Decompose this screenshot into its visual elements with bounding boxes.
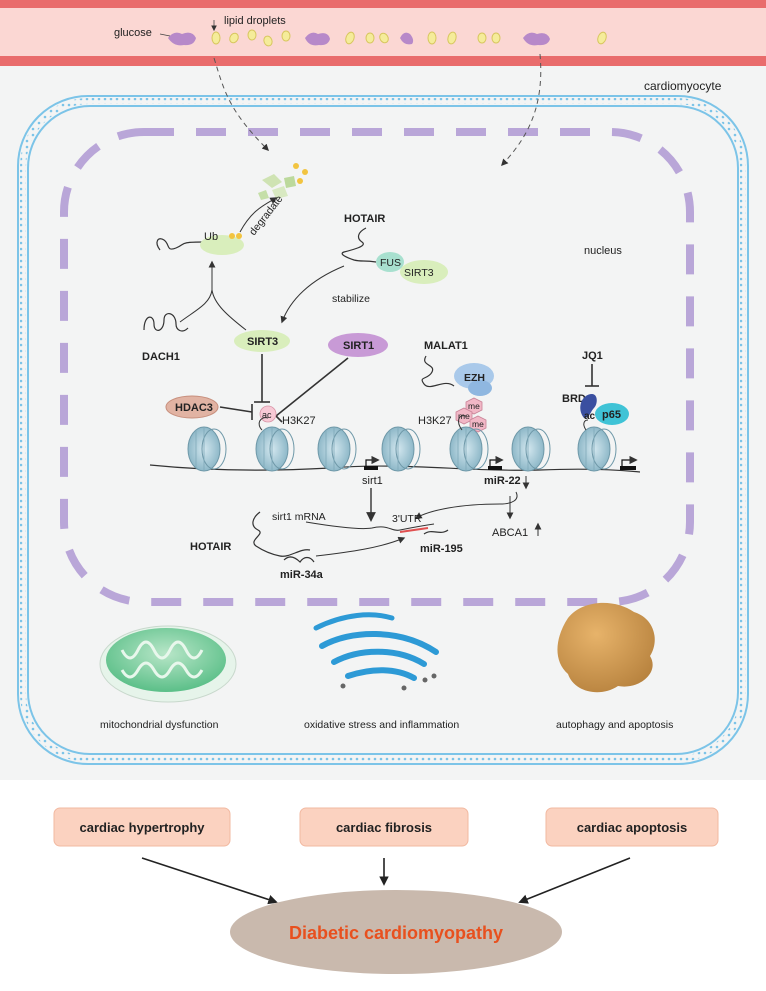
- ezh-lobe: [468, 380, 492, 396]
- dach1-strand: [143, 313, 189, 332]
- apoptosis-arrow: [518, 857, 631, 904]
- disease-ellipse: [230, 890, 562, 974]
- malat1-strand: [421, 355, 455, 388]
- mir22-tss: [489, 455, 504, 466]
- h3-tail-mid: [458, 415, 467, 431]
- blood-vessel: glucose lipid droplets: [0, 0, 766, 66]
- apoptotic-label: autophagy and apoptosis: [556, 719, 673, 731]
- mir34a-strand: [283, 556, 315, 563]
- mir22-gene-box: [488, 466, 502, 470]
- stabilize-arrow: [280, 265, 345, 324]
- h3-tail-right: [583, 419, 589, 431]
- nucleosome: [577, 426, 617, 472]
- sirt1-gene-label: sirt1: [362, 475, 383, 487]
- hypertrophy-box: [53, 807, 231, 847]
- degraded-fragments: [258, 163, 308, 200]
- nucleosome: [511, 426, 551, 472]
- nucleus-label: nucleus: [584, 245, 622, 257]
- p65-label: p65: [602, 409, 621, 421]
- p65-shape: [595, 403, 629, 425]
- sirt1-tss: [365, 455, 380, 466]
- degradate-arrow: [239, 197, 278, 233]
- p65-tss: [621, 455, 638, 466]
- glucose-label: glucose: [114, 27, 152, 39]
- cardiomyocyte-label: cardiomyocyte: [644, 79, 722, 93]
- nucleosomes: [187, 426, 617, 472]
- lipid-uptake-arrow: [213, 57, 269, 151]
- hypertrophy-arrow: [141, 857, 278, 905]
- me-label-3: me: [472, 419, 484, 429]
- fibrosis-label: cardiac fibrosis: [336, 820, 432, 835]
- sirt1-gene-box: [364, 466, 378, 470]
- glucose-uptake-arrow: [501, 53, 542, 167]
- mir195-strand: [423, 529, 449, 535]
- mito-label: mitochondrial dysfunction: [100, 719, 219, 731]
- ubiquitinated-protein: Ub: [156, 231, 244, 255]
- hdac3-shape: [165, 395, 219, 419]
- cell-membrane: [17, 95, 749, 765]
- nucleosome: [317, 426, 357, 472]
- disease-label: Diabetic cardiomyopathy: [289, 923, 503, 943]
- sirt1-label: SIRT1: [343, 340, 374, 352]
- utr-label: 3'UTR: [392, 513, 422, 525]
- malat1-label: MALAT1: [424, 340, 468, 352]
- sirt1-mrna: [305, 521, 435, 531]
- hotair-top-strand: [341, 227, 377, 263]
- fibrosis-box: [299, 807, 469, 847]
- fus-label: FUS: [380, 257, 401, 269]
- nucleus-envelope: [60, 128, 694, 606]
- mir22-label: miR-22: [484, 475, 521, 487]
- mir34a-label: miR-34a: [280, 569, 324, 581]
- ac-brd4-label: ac: [584, 411, 596, 422]
- me-label-1: me: [468, 401, 480, 411]
- ezh-label: EZH: [464, 372, 485, 384]
- h3-tail-left: [258, 417, 269, 431]
- sirt3-complex-shape: [400, 260, 448, 284]
- lipid-droplets: [211, 29, 607, 47]
- brd4-shape: [580, 394, 597, 418]
- stabilize-label: stabilize: [332, 293, 370, 305]
- abca1-label: ABCA1: [492, 527, 528, 539]
- ac-label: ac: [262, 410, 272, 420]
- mir195-label: miR-195: [420, 543, 463, 555]
- apoptotic-cell: [557, 602, 655, 693]
- ub-label: Ub: [204, 231, 218, 243]
- sirt3-complex-label: SIRT3: [404, 267, 434, 279]
- apoptosis-label: cardiac apoptosis: [577, 820, 688, 835]
- endoplasmic-reticulum: [313, 612, 439, 691]
- h3k27-left-label: H3K27: [282, 415, 316, 427]
- nucleosome: [255, 426, 295, 472]
- hypertrophy-label: cardiac hypertrophy: [80, 820, 206, 835]
- lipid-droplets-label: lipid droplets: [224, 15, 286, 27]
- jq1-label: JQ1: [582, 350, 603, 362]
- sirt3-shape: [234, 330, 290, 352]
- mir22-to-utr-arrow: [414, 491, 518, 519]
- sirt3-label: SIRT3: [247, 336, 278, 348]
- h3k27-mid-label: H3K27: [418, 415, 452, 427]
- nucleosome: [187, 426, 227, 472]
- p65-gene-box: [620, 466, 636, 470]
- hdac3-label: HDAC3: [175, 402, 213, 414]
- dach1-label: DACH1: [142, 351, 180, 363]
- fus-shape: [376, 252, 404, 272]
- sirt1-inhibit-line: [275, 357, 349, 417]
- nucleosome: [449, 426, 489, 472]
- mir34a-to-utr-arrow: [315, 536, 406, 557]
- glucose-molecules: [168, 32, 550, 46]
- hotair-bottom-label: HOTAIR: [190, 541, 231, 553]
- sirt1-shape: [328, 333, 388, 357]
- hotair-top-label: HOTAIR: [344, 213, 385, 225]
- me-hex-3: [469, 415, 487, 433]
- hdac3-inhibit-line: [219, 406, 253, 413]
- er-label: oxidative stress and inflammation: [304, 719, 459, 731]
- hotair-bottom-strand: [252, 511, 311, 557]
- me-hex-1: [465, 397, 483, 415]
- nucleosome: [381, 426, 421, 472]
- mitochondrion: [99, 625, 237, 703]
- apoptosis-box: [545, 807, 719, 847]
- utr-binding-site: [399, 527, 429, 533]
- sirt1-mrna-label: sirt1 mRNA: [272, 511, 326, 523]
